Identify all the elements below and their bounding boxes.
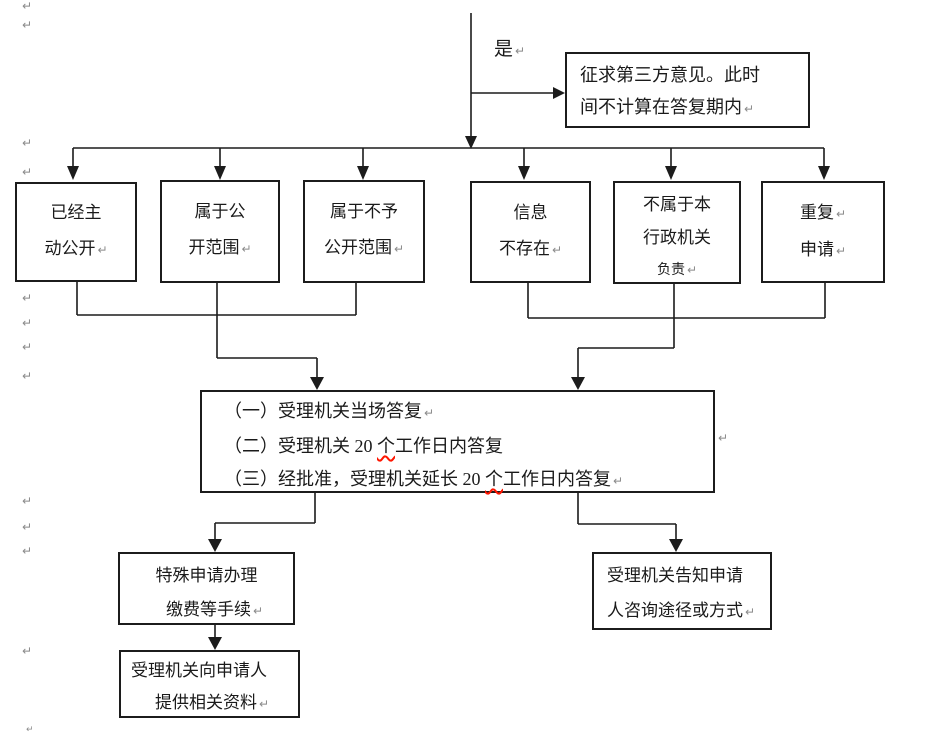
paragraph-mark-icon: ↵ [22,0,33,13]
paragraph-mark-icon: ↵ [22,544,33,558]
arrowhead-down-icon [669,539,683,552]
box-line: 行政机关 [643,228,711,247]
arrowhead-down-icon [357,166,369,180]
box-in-disclosure-scope: 属于公 开范围↵ [160,180,280,283]
connector-bottom-left [214,493,316,540]
spellcheck-squiggle-text: 个 [485,469,503,489]
branch-label-yes: 是↵ [494,34,525,61]
paragraph-mark-icon: ↵ [22,136,33,150]
arrowhead-down-icon [310,377,324,390]
arrowhead-down-icon [465,136,477,149]
paragraph-mark-icon: ↵ [718,431,729,445]
box-line: （一）受理机关当场答复 [224,401,422,421]
arrowhead-down-icon [518,166,530,180]
box-line: 信息 [513,203,548,222]
arrowhead-down-icon [67,166,79,180]
arrowhead-down-icon [818,166,830,180]
box-provide-material: 受理机关向申请人 提供相关资料↵ [119,650,300,718]
box-line: 缴费等手续 [165,600,251,619]
paragraph-mark-icon: ↵ [686,263,698,277]
arrowhead-right-icon [553,87,565,99]
arrowhead-down-icon [571,377,585,390]
box-line: 属于公 [194,202,246,221]
box-line: 动公开 [44,239,96,258]
connector-left-merge [76,282,357,378]
paragraph-mark-icon: ↵ [744,102,755,116]
box-line: 公开范围 [323,238,392,257]
paragraph-mark-icon: ↵ [22,340,33,354]
box-info-not-exist: 信息 不存在↵ [470,181,591,283]
paragraph-mark-icon: ↵ [835,244,847,258]
arrowhead-down-icon [665,166,677,180]
box-reply-options: （一）受理机关当场答复↵ （二）受理机关 20 个工作日内答复 （三）经批准，受… [200,390,715,493]
paragraph-mark-icon: ↵ [551,243,563,257]
box-line: 特殊申请办理 [155,566,258,585]
connector-top-bus [72,147,825,166]
box-line: 工作日内答复 [503,469,611,489]
paragraph-mark-icon: ↵ [22,316,33,330]
box-line: （三）经批准，受理机关延长 20 [224,469,485,489]
box-line: 申请 [799,240,834,259]
box-not-in-disclosure-scope: 属于不予 公开范围↵ [303,180,425,283]
paragraph-mark-icon: ↵ [393,242,405,256]
paragraph-mark-icon: ↵ [22,644,33,658]
paragraph-mark-icon: ↵ [22,165,33,179]
paragraph-mark-icon: ↵ [241,242,252,256]
box-line: 工作日内答复 [395,436,503,456]
paragraph-mark-icon: ↵ [424,406,435,420]
paragraph-mark-icon: ↵ [26,724,34,734]
box-line: 受理机关告知申请 [607,566,743,585]
arrowhead-down-icon [208,637,222,650]
box-line: 属于不予 [330,202,398,221]
arrowhead-down-icon [214,166,226,180]
paragraph-mark-icon: ↵ [22,494,33,508]
paragraph-mark-icon: ↵ [252,604,264,618]
paragraph-mark-icon: ↵ [97,243,108,257]
box-line: 征求第三方意见。此时 [580,65,760,85]
box-line: 不属于本 [643,195,711,214]
paragraph-mark-icon: ↵ [515,44,526,58]
box-third-party-opinion: 征求第三方意见。此时 间不计算在答复期内↵ [565,52,810,128]
box-line: 开范围 [188,238,240,257]
paragraph-mark-icon: ↵ [835,207,847,221]
box-line: 人咨询途径或方式 [607,601,743,620]
box-notify-consult-ways: 受理机关告知申请 人咨询途径或方式↵ [592,552,772,630]
box-repeat-application: 重复↵ 申请↵ [761,181,885,283]
connector-bottom-right [577,493,677,540]
box-not-this-agency: 不属于本 行政机关 负责↵ [613,181,741,284]
box-line: 提供相关资料 [155,693,257,712]
paragraph-mark-icon: ↵ [613,474,624,488]
paragraph-mark-icon: ↵ [259,697,270,711]
paragraph-mark-icon: ↵ [22,291,33,305]
box-line: 不存在 [498,239,550,258]
paragraph-mark-icon: ↵ [745,605,756,619]
yes-text: 是 [494,39,514,60]
paragraph-mark-icon: ↵ [22,18,33,32]
paragraph-mark-icon: ↵ [22,520,33,534]
box-line: 间不计算在答复期内 [580,97,742,117]
paragraph-mark-icon: ↵ [22,369,33,383]
box-line: 受理机关向申请人 [131,661,267,680]
spellcheck-squiggle-text: 个 [377,436,395,456]
box-line: （二）受理机关 20 [224,436,377,456]
box-line: 已经主 [50,203,102,222]
connector-right-merge [527,283,826,378]
box-special-fee-procedure: 特殊申请办理 缴费等手续↵ [118,552,295,625]
box-line: 负责 [656,263,685,278]
box-already-public: 已经主 动公开↵ [15,182,137,282]
box-line: 重复 [799,203,834,222]
arrowhead-down-icon [208,539,222,552]
